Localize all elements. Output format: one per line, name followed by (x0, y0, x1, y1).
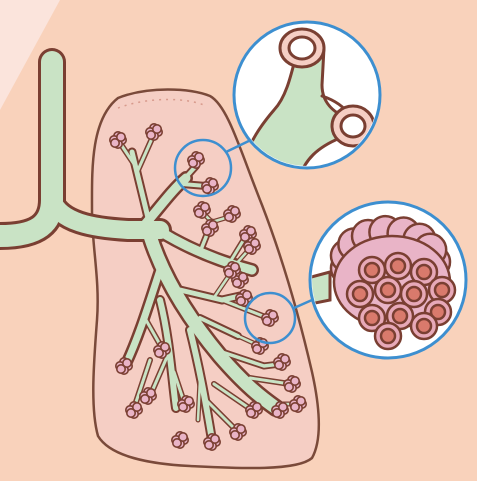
alveolus-cavity (393, 309, 407, 323)
bronchiole-magnified-view (234, 22, 380, 175)
alveolus-cavity (417, 265, 431, 279)
tube-ring-upper-inner (289, 37, 315, 59)
alveolus-cavity (381, 283, 395, 297)
alveolus-cavity (365, 263, 379, 277)
tube-ring-lower-inner (341, 115, 365, 137)
alveolus-cavity (353, 287, 367, 301)
alveolus-cavity (435, 283, 449, 297)
alveolus-cavity (381, 329, 395, 343)
zoom-connector-alveoli (294, 300, 312, 308)
alveoli-magnified-view (300, 202, 466, 358)
alveolus-cavity (417, 319, 431, 333)
alveolus-cavity (407, 287, 421, 301)
alveolus-cavity (391, 259, 405, 273)
alveolus-cavity (365, 311, 379, 325)
